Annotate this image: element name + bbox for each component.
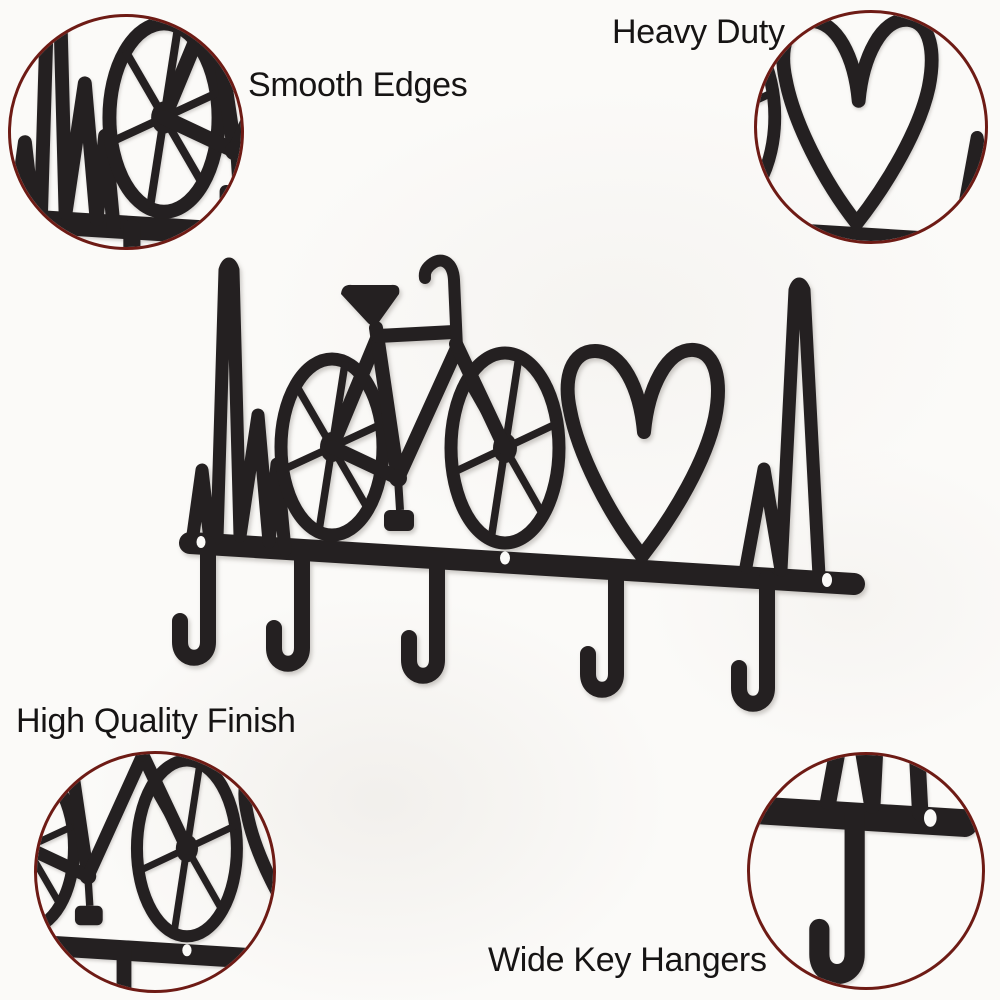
detail-circle-top-right: [754, 10, 988, 244]
detail-circle-top-left: [8, 14, 244, 250]
feature-label-high-quality-finish: High Quality Finish: [16, 702, 296, 740]
magnified-view-heavy-duty: [757, 13, 985, 241]
feature-label-wide-key-hangers: Wide Key Hangers: [488, 941, 767, 979]
magnified-view-high-quality-finish: [37, 754, 273, 990]
magnified-view-smooth-edges: [11, 17, 241, 247]
detail-circle-bottom-left: [34, 751, 276, 993]
detail-circle-bottom-right: [747, 752, 985, 990]
key-hanger-silhouette: [170, 240, 890, 720]
magnified-view-wide-key-hangers: [750, 755, 982, 987]
feature-label-heavy-duty: Heavy Duty: [612, 13, 785, 51]
feature-label-smooth-edges: Smooth Edges: [248, 66, 468, 104]
